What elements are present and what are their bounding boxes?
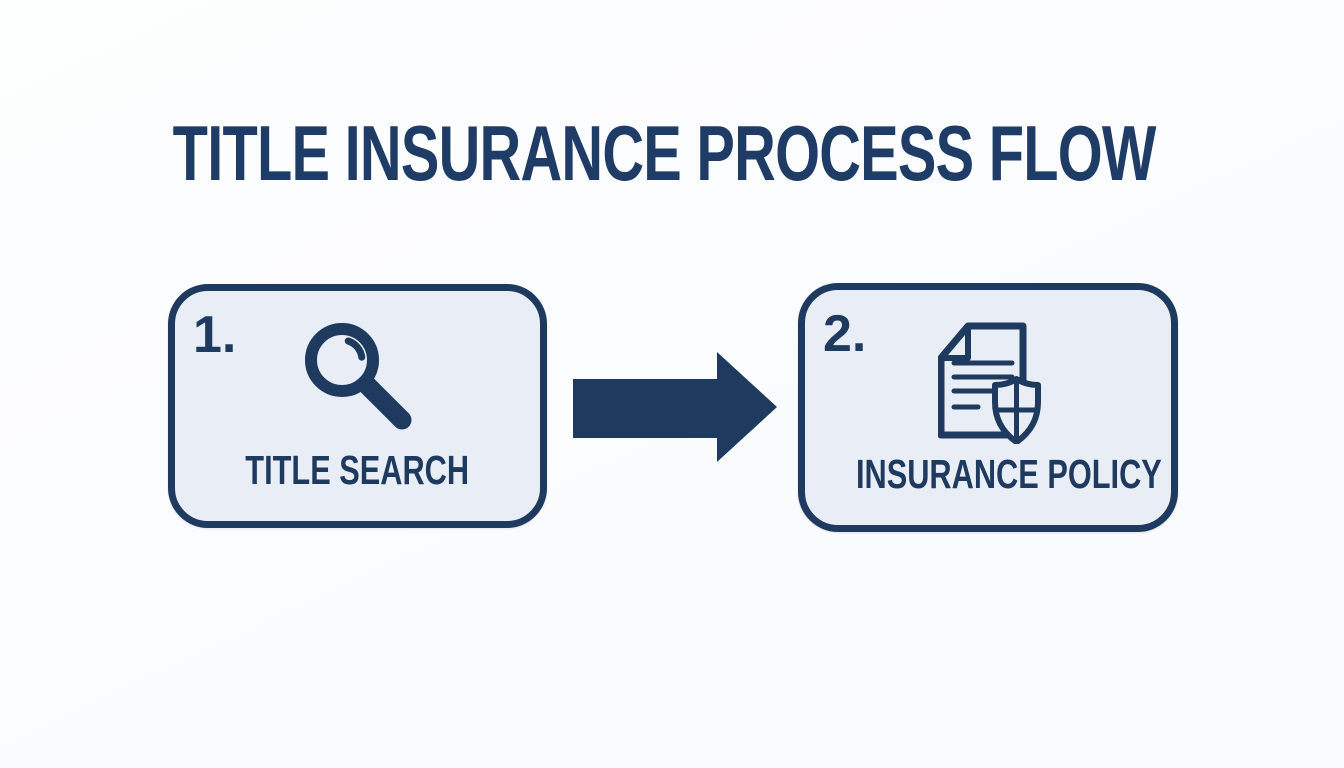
diagram-title-text: TITLE INSURANCE PROCESS FLOW [172, 109, 1157, 197]
magnifier-icon [305, 323, 412, 430]
step-label-title-search: TITLE SEARCH [175, 450, 540, 491]
diagram-title: TITLE INSURANCE PROCESS FLOW [0, 114, 1324, 192]
flow-arrow-right-icon [573, 352, 777, 462]
step-box-insurance-policy: 2. INSURANCE POLICY [798, 283, 1178, 532]
step-label-insurance-policy: INSURANCE POLICY [805, 454, 1171, 495]
step-number-1: 1. [193, 306, 237, 364]
step-number-2: 2. [823, 305, 867, 363]
step-label-text: INSURANCE POLICY [855, 451, 1162, 497]
step-box-title-search: 1. TITLE SEARCH [168, 284, 547, 528]
document-shield-icon [938, 322, 1041, 444]
step-label-text: TITLE SEARCH [245, 447, 470, 493]
